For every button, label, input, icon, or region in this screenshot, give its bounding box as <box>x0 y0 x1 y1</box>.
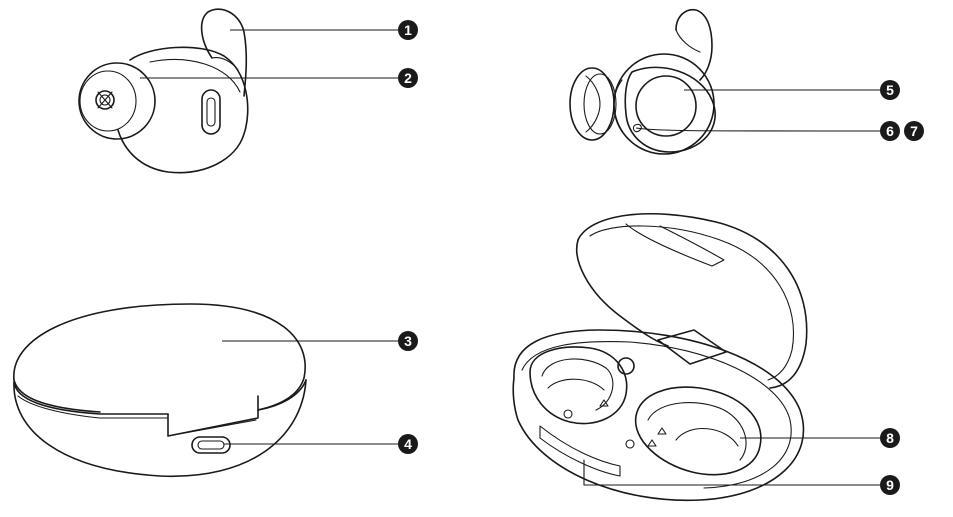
leader-lines <box>140 29 881 486</box>
touch-area <box>635 75 697 137</box>
earbud-outer-side <box>569 8 716 155</box>
touch-panel <box>624 66 716 153</box>
microphone <box>632 123 642 133</box>
left-earbud-cavity <box>529 346 628 425</box>
callout-4-label: 4 <box>404 436 412 452</box>
callout-2-label: 2 <box>404 70 412 86</box>
charging-case-open <box>512 213 808 502</box>
speaker-nozzle <box>95 90 115 110</box>
callout-4: 4 <box>398 434 418 454</box>
usb-c-port <box>191 436 231 454</box>
right-earbud-cavity <box>634 386 762 476</box>
callout-9-label: 9 <box>886 477 894 493</box>
charging-case-closed <box>13 303 307 477</box>
callout-3: 3 <box>398 331 418 351</box>
callout-6-label: 6 <box>886 123 894 139</box>
callout-6: 6 <box>880 121 900 141</box>
callout-9: 9 <box>880 475 900 495</box>
earbud-inner-side <box>78 8 249 174</box>
callout-7-label: 7 <box>910 123 918 139</box>
callout-3-label: 3 <box>404 333 412 349</box>
callout-5-label: 5 <box>886 82 894 98</box>
callout-8: 8 <box>880 428 900 448</box>
callout-1: 1 <box>398 20 418 40</box>
ear-tip <box>78 62 156 140</box>
proximity-sensor <box>201 89 221 135</box>
callout-2: 2 <box>398 68 418 88</box>
callout-8-label: 8 <box>886 430 894 446</box>
callout-1-label: 1 <box>404 22 412 38</box>
ear-tip-side <box>569 67 615 141</box>
callout-5: 5 <box>880 80 900 100</box>
callout-7: 7 <box>904 121 924 141</box>
